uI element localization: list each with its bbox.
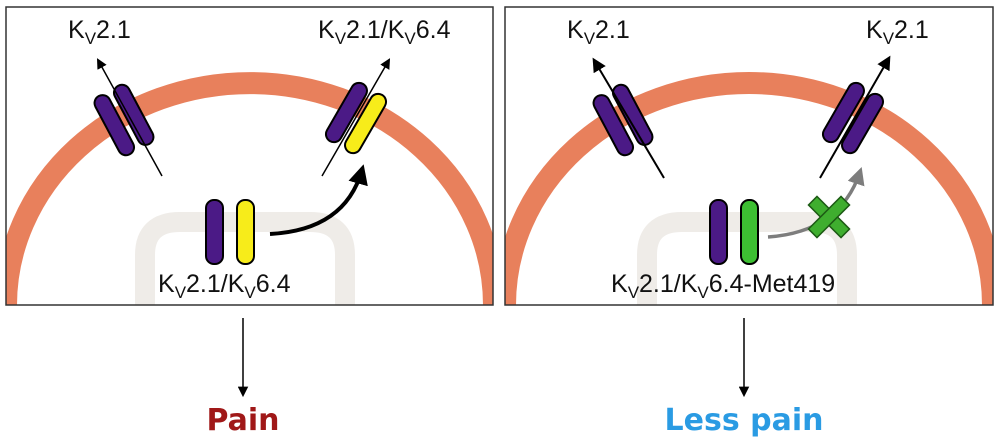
kv21-channel	[93, 83, 155, 157]
label-kv21: KV2.1	[567, 16, 630, 48]
efflux-arrow	[321, 58, 391, 177]
label-intracellular: KV2.1/KV6.4	[158, 270, 291, 302]
outcome-less-pain: Less pain	[665, 403, 824, 438]
panel-left: KV2.1 KV2.1/KV6.4 KV2.1/KV6.4 Pain	[5, 6, 494, 438]
efflux-arrow	[819, 55, 891, 179]
cell-membrane	[505, 72, 993, 305]
efflux-arrow	[592, 57, 665, 179]
trafficking-arrow	[269, 164, 368, 236]
panel-right: KV2.1 KV2.1 KV2.1/KV6.4-Met419 Less pain	[504, 6, 994, 438]
intracellular-kv21-kv64-met419-channel	[709, 199, 759, 265]
kv21-kv64-channel	[324, 81, 388, 155]
label-kv21: KV2.1	[68, 16, 131, 48]
outcome-pain: Pain	[206, 403, 279, 438]
cell-membrane	[6, 72, 493, 305]
label-kv21: KV2.1	[866, 16, 929, 48]
efflux-arrow	[96, 58, 163, 177]
panel-frame	[5, 6, 494, 306]
panel-frame	[504, 6, 994, 306]
block-x-icon	[807, 195, 851, 239]
intracellular-kv21-kv64-channel	[205, 199, 255, 265]
label-intracellular: KV2.1/KV6.4-Met419	[611, 270, 835, 302]
label-kv21-kv64: KV2.1/KV6.4	[318, 16, 451, 48]
kv21-channel	[821, 81, 885, 155]
kv21-channel	[592, 83, 654, 157]
